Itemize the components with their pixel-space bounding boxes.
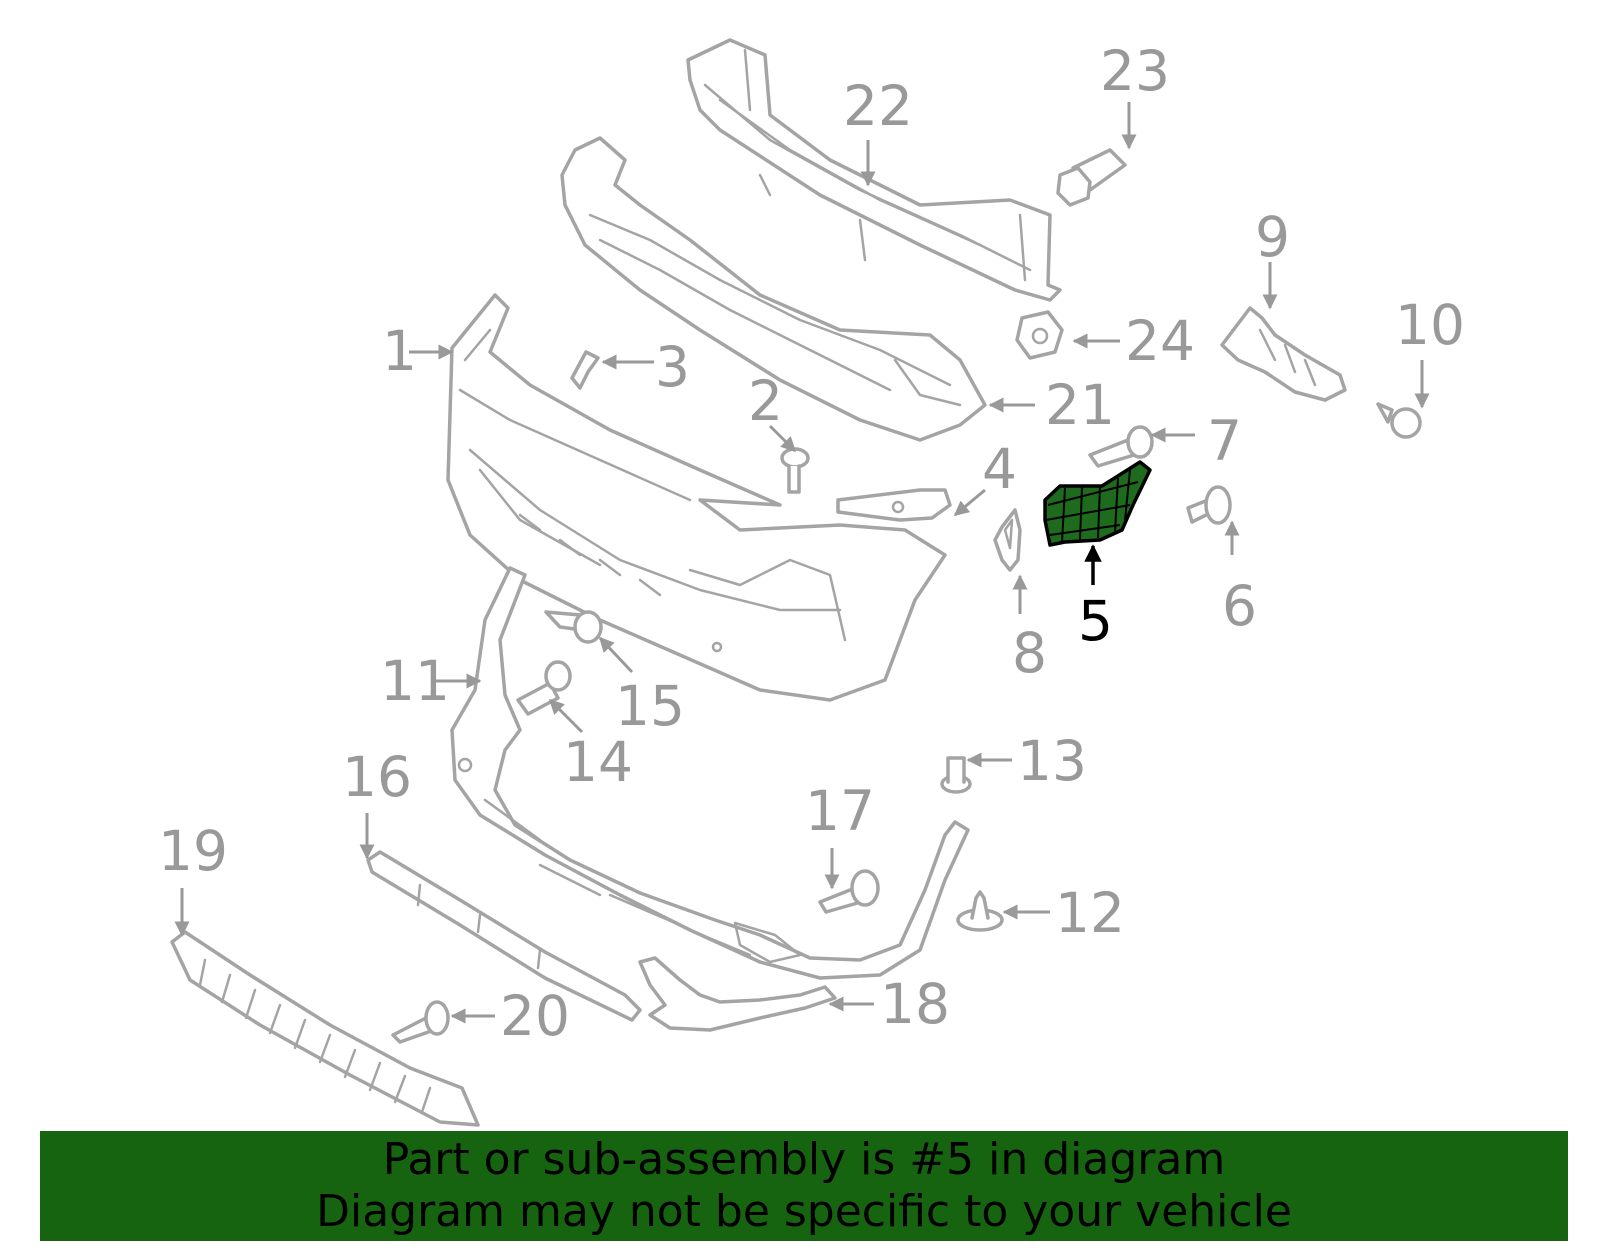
callout-1: 1	[382, 319, 417, 383]
callout-2: 2	[748, 369, 783, 433]
part-2-clip	[780, 447, 810, 494]
callout-6: 6	[1222, 574, 1257, 638]
part-8-bracket	[993, 508, 1022, 572]
part-11-lower-bumper-cover	[450, 566, 970, 980]
callout-8: 8	[1012, 621, 1047, 685]
part-10-screw	[1376, 402, 1422, 439]
callout-22: 22	[843, 74, 913, 138]
part-24-nut	[1015, 310, 1064, 360]
part-6-push-pin	[1186, 485, 1232, 525]
part-20-screw	[391, 1000, 450, 1044]
part-16-strip	[366, 850, 642, 1022]
part-21-energy-absorber	[560, 136, 987, 442]
callout-9: 9	[1255, 205, 1290, 269]
callout-15: 15	[615, 674, 685, 738]
part-15-screw	[544, 610, 603, 644]
part-19-lower-grille	[170, 930, 480, 1127]
part-3-bracket	[570, 350, 600, 390]
banner-line-2: Diagram may not be specific to your vehi…	[316, 1186, 1292, 1237]
part-14-push-pin	[516, 660, 572, 716]
leader-lines	[174, 102, 1430, 1024]
callout-7: 7	[1207, 409, 1242, 473]
callout-10: 10	[1395, 293, 1465, 357]
callout-24: 24	[1125, 309, 1195, 373]
part-5-highlighted-grille	[1043, 460, 1152, 547]
info-banner: Part or sub-assembly is #5 in diagram Di…	[40, 1131, 1568, 1241]
callout-12: 12	[1055, 881, 1125, 945]
callout-4: 4	[982, 437, 1017, 501]
callout-17: 17	[805, 779, 875, 843]
callout-13: 13	[1017, 729, 1087, 793]
part-9-bracket	[1220, 306, 1347, 402]
banner-line-1: Part or sub-assembly is #5 in diagram	[382, 1134, 1226, 1185]
callout-5-highlighted: 5	[1078, 589, 1113, 653]
callout-16: 16	[342, 745, 412, 809]
callout-11: 11	[380, 649, 450, 713]
part-12-clip	[956, 890, 1004, 932]
callout-23: 23	[1100, 39, 1170, 103]
callout-18: 18	[880, 972, 950, 1036]
callout-20: 20	[500, 984, 570, 1048]
callout-21: 21	[1045, 373, 1115, 437]
part-17-screw	[818, 869, 880, 914]
part-1-bumper-cover	[446, 293, 947, 702]
callout-19: 19	[158, 819, 228, 883]
part-22-reinforcement-beam	[686, 38, 1062, 302]
part-23-bolt	[1056, 148, 1127, 207]
part-13-clip	[940, 756, 972, 794]
callout-14: 14	[563, 730, 633, 794]
callout-3: 3	[655, 335, 690, 399]
part-7-screw	[1088, 425, 1154, 468]
part-4-bracket	[836, 488, 952, 522]
callout-labels: 1 2 3 4 5 6 7 8 9 10 11 12 13 14 15 16 1…	[158, 39, 1465, 1048]
